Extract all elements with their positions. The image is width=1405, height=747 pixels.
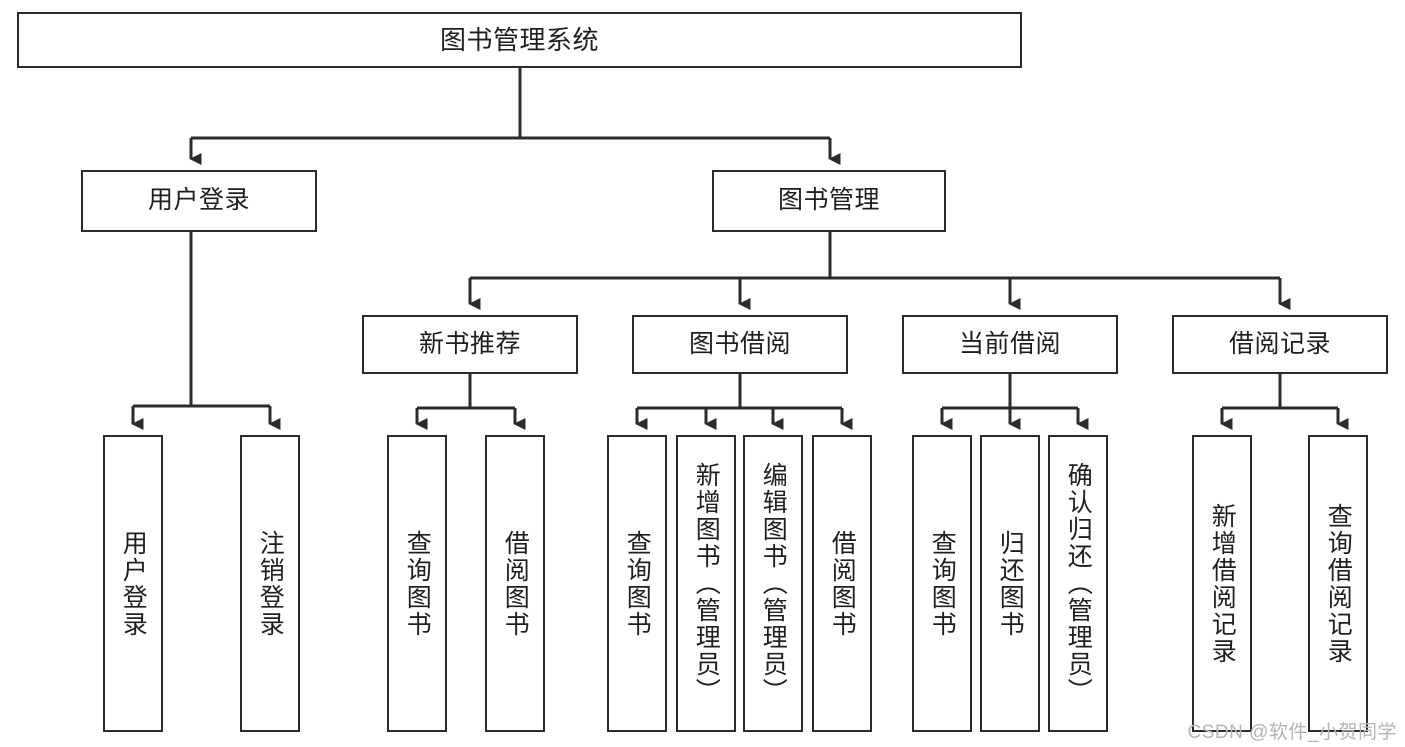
leaf-logout[interactable]: 注销登录 xyxy=(240,435,300,732)
node-label: 查询图书 xyxy=(403,529,432,638)
node-label: 查询图书 xyxy=(623,529,652,638)
leaf-user-login[interactable]: 用户登录 xyxy=(103,435,163,732)
node-label: 图书管理系统 xyxy=(439,24,599,55)
leaf-borrow-book-borrowing[interactable]: 借阅图书 xyxy=(812,435,872,732)
node-label: 借阅图书 xyxy=(828,529,857,638)
leaf-add-book-admin[interactable]: 新增图书（管理员） xyxy=(676,435,736,732)
leaf-query-book-current[interactable]: 查询图书 xyxy=(912,435,972,732)
node-borrowing-records[interactable]: 借阅记录 xyxy=(1172,315,1388,374)
node-label: 用户登录 xyxy=(119,529,148,638)
node-label: 借阅记录 xyxy=(1228,329,1331,358)
node-label: 借阅图书 xyxy=(501,529,530,638)
node-label: 确认归还（管理员） xyxy=(1064,462,1093,705)
node-label: 查询借阅记录 xyxy=(1324,502,1353,665)
leaf-confirm-return-admin[interactable]: 确认归还（管理员） xyxy=(1048,435,1108,732)
node-label: 新增借阅记录 xyxy=(1208,502,1237,665)
leaf-add-borrow-record[interactable]: 新增借阅记录 xyxy=(1192,435,1252,732)
leaf-query-book-borrowing[interactable]: 查询图书 xyxy=(607,435,667,732)
node-label: 编辑图书（管理员） xyxy=(759,462,788,705)
node-book-borrowing[interactable]: 图书借阅 xyxy=(632,315,848,374)
leaf-edit-book-admin[interactable]: 编辑图书（管理员） xyxy=(743,435,803,732)
leaf-return-book[interactable]: 归还图书 xyxy=(980,435,1040,732)
node-root-book-management-system[interactable]: 图书管理系统 xyxy=(17,12,1022,68)
node-label: 查询图书 xyxy=(928,529,957,638)
leaf-query-borrow-record[interactable]: 查询借阅记录 xyxy=(1308,435,1368,732)
node-new-book-recommendation[interactable]: 新书推荐 xyxy=(362,315,578,374)
node-label: 归还图书 xyxy=(996,529,1025,638)
node-book-management[interactable]: 图书管理 xyxy=(712,170,946,232)
node-current-borrowing[interactable]: 当前借阅 xyxy=(902,315,1118,374)
node-label: 新增图书（管理员） xyxy=(692,462,721,705)
node-label: 图书借阅 xyxy=(688,329,791,358)
csdn-watermark: CSDN @软件_小贺同学 xyxy=(1187,722,1397,743)
node-label: 图书管理 xyxy=(777,186,880,215)
leaf-query-book-new-recommendation[interactable]: 查询图书 xyxy=(387,435,447,732)
node-label: 注销登录 xyxy=(256,529,285,638)
node-user-login[interactable]: 用户登录 xyxy=(81,170,317,232)
node-label: 用户登录 xyxy=(147,186,250,215)
node-label: 新书推荐 xyxy=(418,329,521,358)
node-label: 当前借阅 xyxy=(958,329,1061,358)
leaf-borrow-book-new-recommendation[interactable]: 借阅图书 xyxy=(485,435,545,732)
